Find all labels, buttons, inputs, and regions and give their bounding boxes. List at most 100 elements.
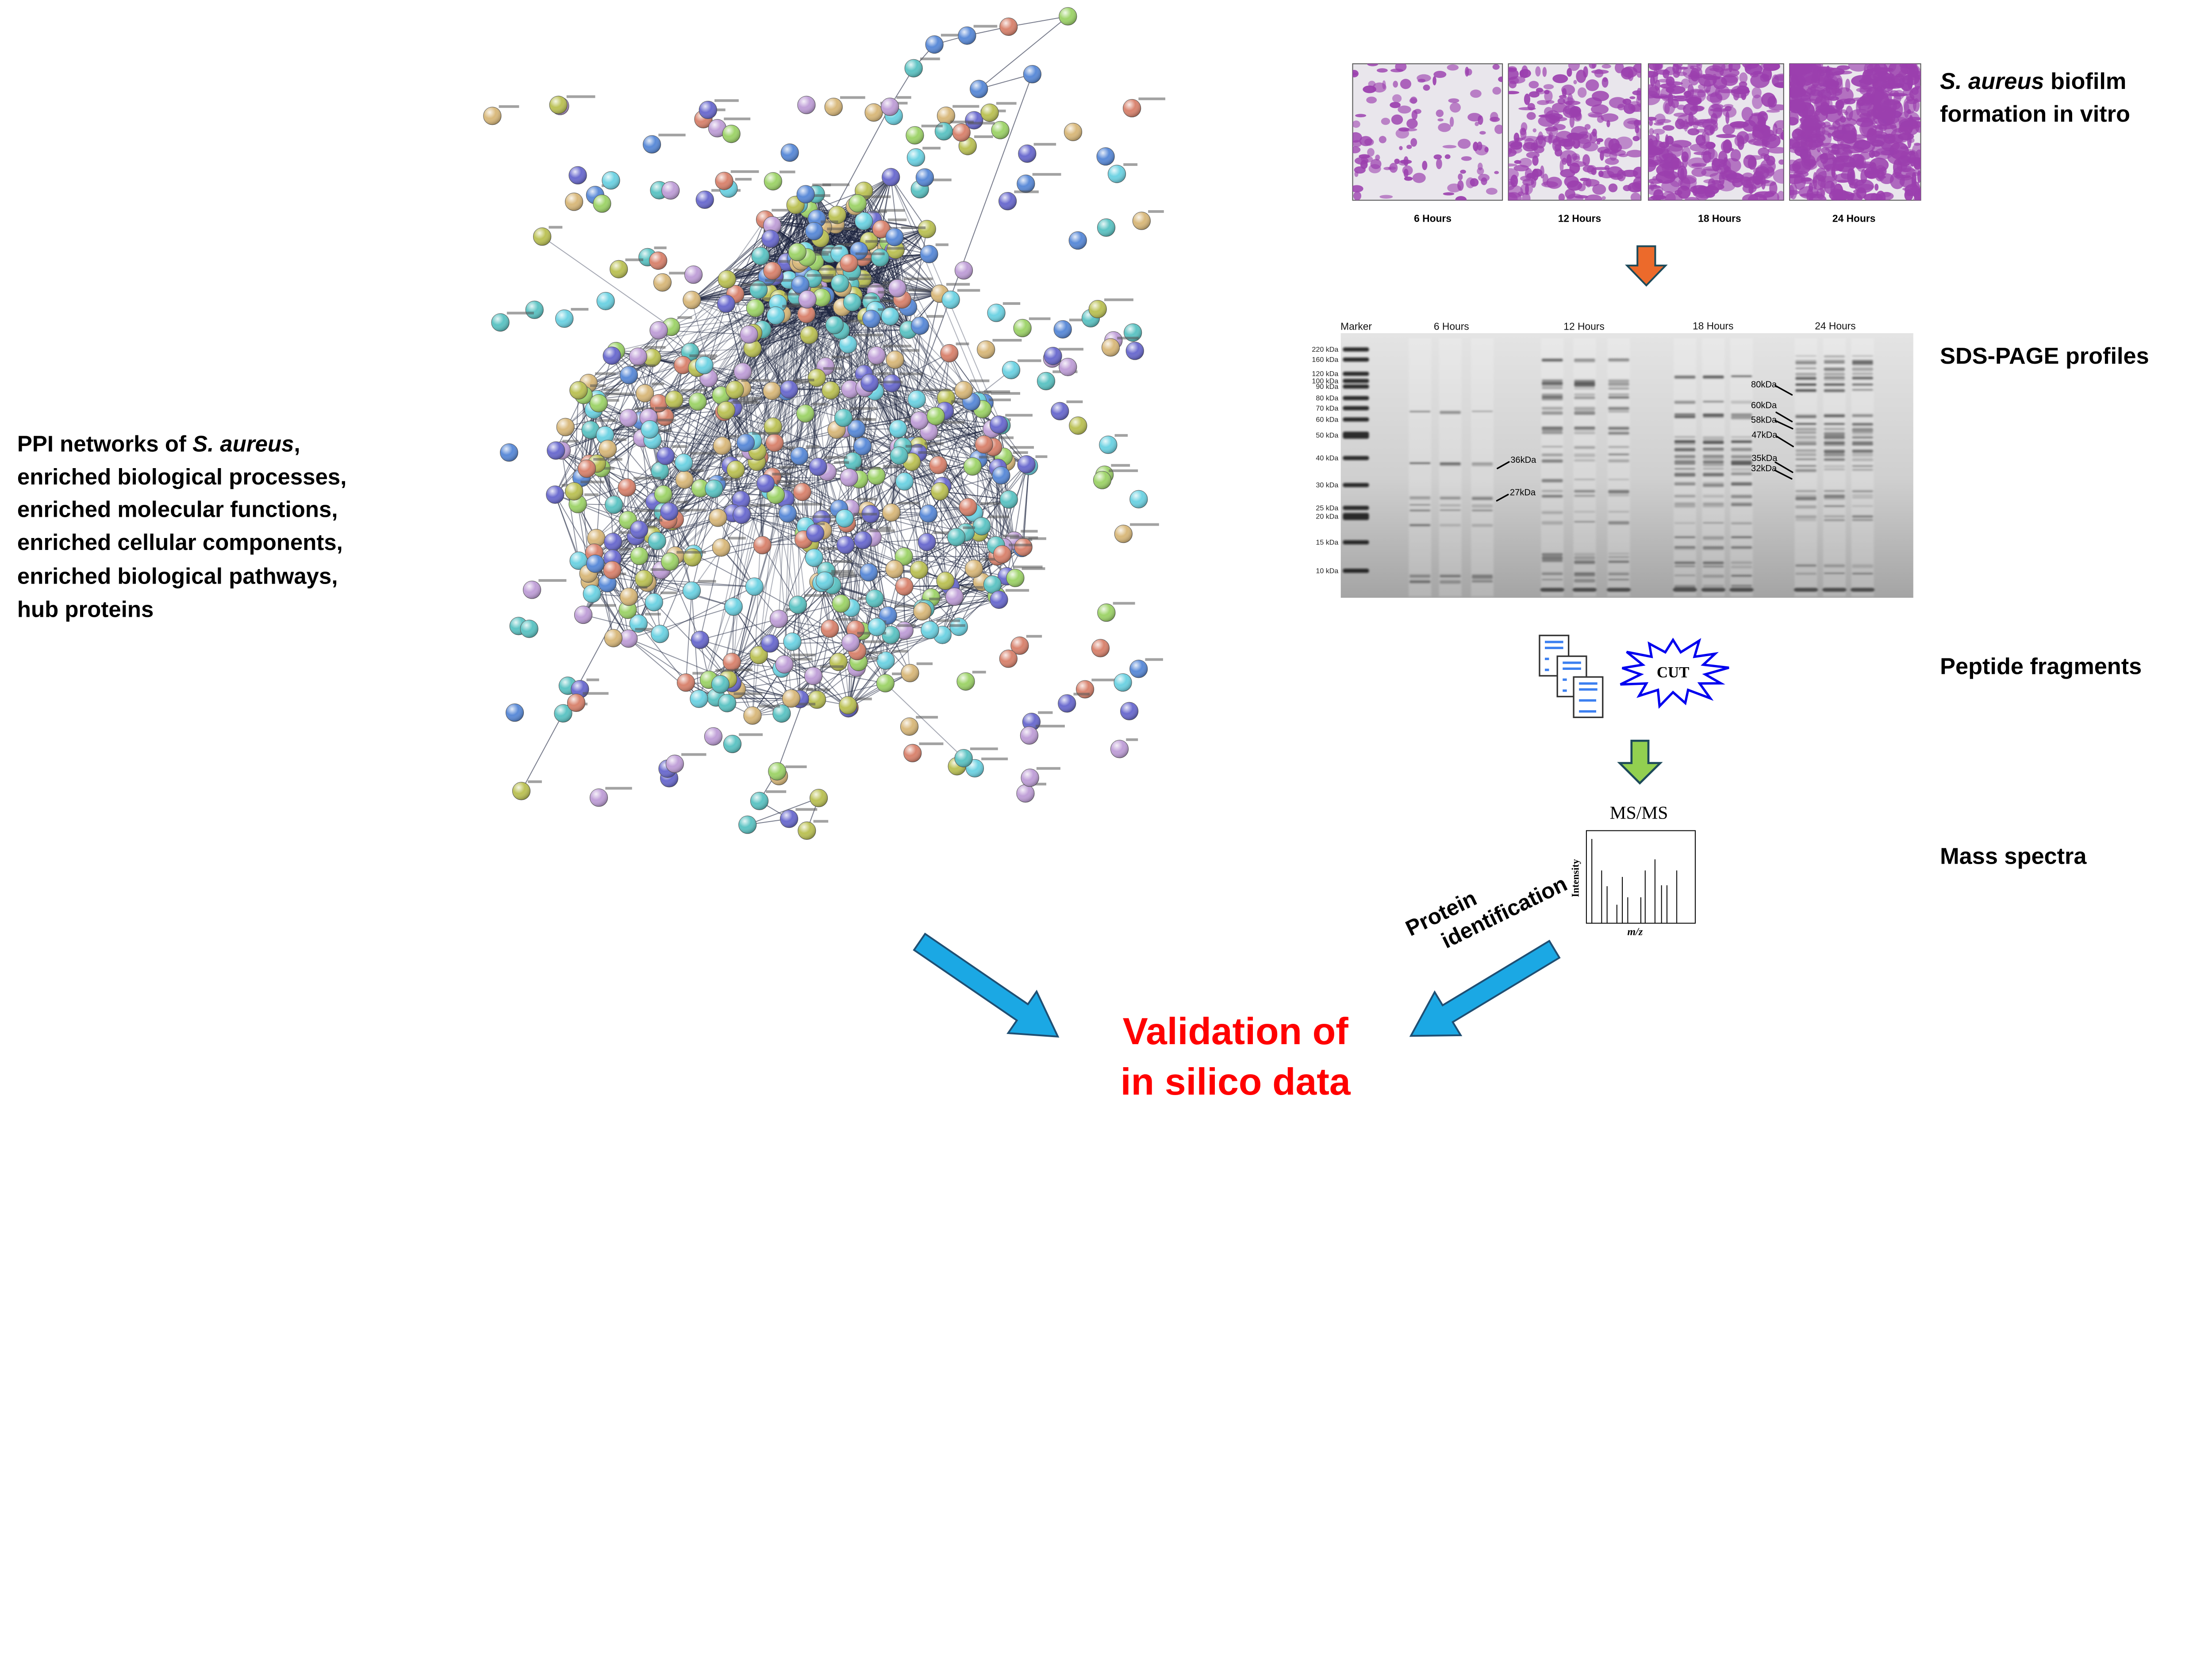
protein-node-shading bbox=[770, 610, 788, 628]
protein-node-label bbox=[1005, 414, 1033, 417]
biofilm-cluster bbox=[1854, 178, 1859, 183]
protein-node-label bbox=[1126, 738, 1138, 741]
biofilm-panels bbox=[1352, 63, 1921, 201]
network-edge bbox=[875, 292, 928, 542]
network-edge bbox=[612, 558, 692, 591]
protein-node-label bbox=[853, 512, 877, 516]
biofilm-cluster bbox=[1621, 66, 1638, 78]
protein-node-label bbox=[614, 438, 627, 441]
protein-node-label bbox=[1059, 348, 1083, 351]
protein-node-shading bbox=[906, 126, 924, 144]
biofilm-title-line-2: formation in vitro bbox=[1940, 101, 2130, 127]
protein-node-shading bbox=[839, 335, 857, 354]
biofilm-cluster bbox=[1601, 113, 1619, 122]
marker-band bbox=[1343, 379, 1369, 383]
biofilm-cluster bbox=[1498, 76, 1503, 82]
network-edge bbox=[652, 517, 718, 535]
protein-node-label bbox=[562, 440, 579, 443]
biofilm-cluster bbox=[1436, 109, 1444, 117]
protein-node-label bbox=[597, 419, 616, 422]
protein-node-shading bbox=[565, 482, 583, 500]
protein-node-shading bbox=[619, 630, 637, 648]
protein-node-shading bbox=[1023, 65, 1041, 83]
biofilm-cluster bbox=[1725, 173, 1744, 180]
biofilm-cluster bbox=[1457, 180, 1464, 191]
biofilm-cluster bbox=[1900, 119, 1920, 136]
protein-node-label bbox=[661, 591, 677, 594]
protein-node-label bbox=[1113, 602, 1135, 605]
biofilm-cluster bbox=[1740, 172, 1755, 188]
protein-node-shading bbox=[1097, 603, 1115, 622]
biofilm-cluster bbox=[1859, 85, 1874, 89]
biofilm-cluster bbox=[1477, 141, 1482, 150]
biofilm-cluster bbox=[1648, 90, 1661, 105]
biofilm-cluster bbox=[1889, 172, 1905, 189]
network-edge bbox=[647, 293, 940, 583]
network-edge bbox=[815, 533, 895, 570]
protein-node-label bbox=[566, 95, 595, 98]
protein-node-label bbox=[807, 250, 831, 254]
biofilm-cluster bbox=[1601, 64, 1611, 69]
biofilm-cluster bbox=[1422, 161, 1428, 170]
network-edge bbox=[875, 391, 936, 417]
protein-node-shading bbox=[586, 554, 604, 573]
protein-node-label bbox=[929, 597, 942, 600]
biofilm-cluster bbox=[1684, 197, 1700, 200]
protein-node-label bbox=[625, 258, 644, 261]
network-edge bbox=[645, 307, 756, 394]
network-edge bbox=[627, 553, 694, 610]
protein-node-shading bbox=[907, 148, 925, 167]
protein-node-shading bbox=[798, 290, 817, 308]
protein-node-label bbox=[878, 291, 893, 294]
protein-node-shading bbox=[593, 195, 611, 213]
protein-band bbox=[1409, 411, 1431, 413]
biofilm-cluster bbox=[1648, 119, 1653, 126]
network-nodes bbox=[483, 7, 1166, 840]
protein-node-shading bbox=[567, 694, 585, 712]
protein-node-shading bbox=[690, 690, 708, 708]
protein-node-label bbox=[1010, 446, 1034, 449]
biofilm-cluster bbox=[1570, 106, 1581, 116]
protein-node-shading bbox=[810, 789, 828, 807]
biofilm-cluster bbox=[1716, 134, 1736, 138]
protein-node-label bbox=[813, 303, 843, 306]
biofilm-cluster bbox=[1648, 178, 1663, 184]
protein-node-label bbox=[864, 640, 891, 643]
biofilm-cluster bbox=[1753, 167, 1767, 175]
protein-node-label bbox=[658, 134, 686, 137]
biofilm-cluster bbox=[1790, 174, 1802, 178]
protein-node-label bbox=[766, 790, 787, 793]
biofilm-cluster bbox=[1636, 71, 1641, 78]
biofilm-cluster bbox=[1521, 65, 1528, 79]
network-edge bbox=[845, 512, 892, 546]
network-edge bbox=[704, 365, 806, 414]
protein-node-shading bbox=[768, 762, 786, 780]
protein-node-label bbox=[650, 568, 669, 571]
biofilm-cluster bbox=[1479, 131, 1486, 135]
biofilm-cluster bbox=[1367, 148, 1375, 157]
biofilm-cluster bbox=[1831, 143, 1839, 154]
biofilm-cluster bbox=[1399, 146, 1403, 150]
network-edge bbox=[693, 488, 701, 554]
protein-node-shading bbox=[772, 704, 791, 723]
biofilm-cluster bbox=[1682, 156, 1688, 168]
protein-node-shading bbox=[691, 479, 709, 497]
biofilm-cluster bbox=[1836, 124, 1851, 135]
protein-node-label bbox=[805, 253, 829, 256]
protein-node-shading bbox=[1037, 372, 1055, 390]
biofilm-cluster bbox=[1661, 180, 1680, 193]
protein-node-shading bbox=[955, 261, 973, 280]
protein-node-shading bbox=[844, 452, 862, 470]
protein-node-label bbox=[974, 135, 993, 138]
protein-node-label bbox=[669, 272, 695, 275]
network-edge bbox=[997, 468, 1016, 578]
biofilm-cluster bbox=[1912, 181, 1920, 198]
biofilm-cluster bbox=[1636, 88, 1641, 101]
biofilm-cluster bbox=[1792, 158, 1811, 175]
protein-node-label bbox=[933, 531, 952, 534]
protein-node-label bbox=[812, 515, 837, 518]
protein-node-shading bbox=[635, 570, 653, 588]
network-edge bbox=[797, 604, 801, 700]
protein-node-shading bbox=[895, 473, 914, 491]
protein-node-shading bbox=[828, 206, 846, 224]
